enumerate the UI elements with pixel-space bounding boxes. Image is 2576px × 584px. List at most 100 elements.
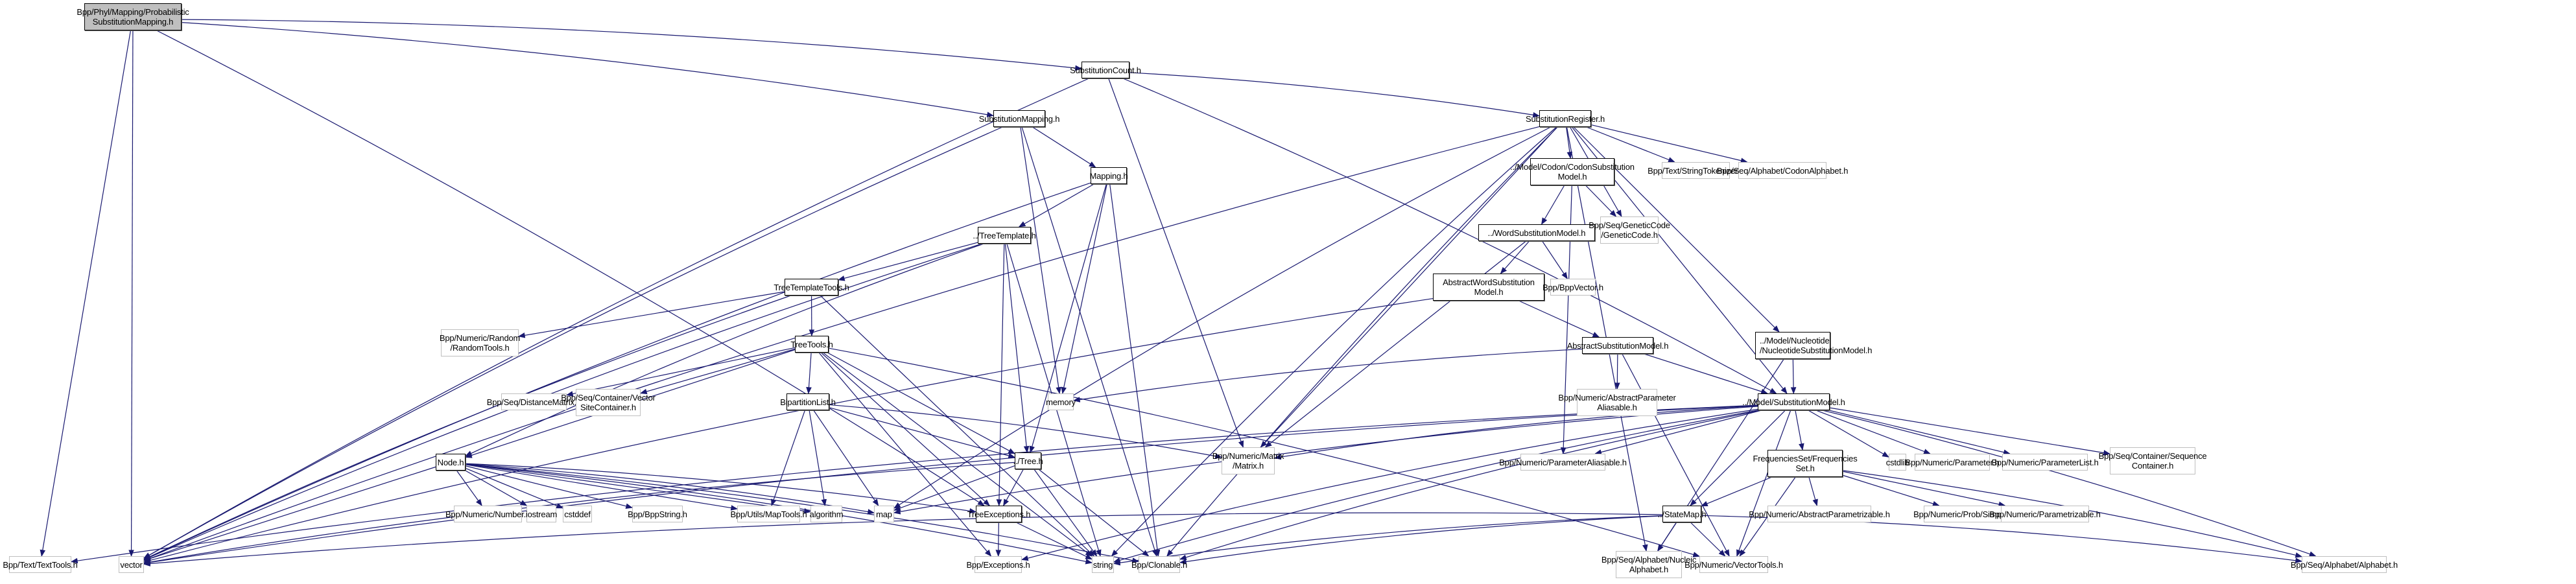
dependency-edge-tree-to-vector: [143, 461, 1015, 565]
dependency-edge-treetemplatetools-to-vector: [143, 295, 791, 560]
dependency-edge-submodel-to-paramalias: [1594, 410, 1762, 455]
node-algorithm: algorithm: [810, 506, 844, 522]
node-abstract-word-substitution-model[interactable]: AbstractWordSubstitution Model.h: [1433, 274, 1544, 301]
dependency-edge-treetools-to-vectorsite: [639, 348, 796, 395]
dependency-edge-subregister-to-nucsubmodel: [1573, 126, 1780, 333]
node-string-tokenizer: Bpp/Text/StringTokenizer.h: [1648, 162, 1744, 179]
node-frequencies-set[interactable]: FrequenciesSet/Frequencies Set.h: [1753, 450, 1858, 477]
dependency-edge-subregister-to-vector: [143, 126, 1540, 561]
dependency-edge-treetools-to-exceptions: [818, 352, 992, 557]
dependency-edge-mapping-to-clonable: [1109, 183, 1161, 557]
dependency-edge-root-to-texttools: [40, 30, 132, 557]
node-substitution-register[interactable]: SubstitutionRegister.h: [1526, 110, 1605, 127]
node-tree-template-tools[interactable]: TreeTemplateTools.h: [774, 279, 849, 296]
dependency-edge-submodel-to-cstdlib: [1808, 410, 1889, 458]
node-nucleotide-substitution-model[interactable]: ../Model/Nucleotide /NucleotideSubstitut…: [1755, 332, 1872, 359]
node-tree[interactable]: ../Tree.h: [1013, 452, 1043, 469]
node-matrix: Bpp/Numeric/Matrix /Matrix.h: [1212, 447, 1284, 474]
dependency-edge-treetools-to-tree: [827, 352, 1015, 454]
dependency-edge-abssubmodel-to-vectortools: [1622, 353, 1730, 557]
node-string: string: [1092, 556, 1114, 573]
node-simplex: Bpp/Numeric/Prob/Simplex.h: [1913, 506, 2018, 522]
dependency-edge-subcount-to-subregister: [1129, 72, 1541, 118]
node-map: map: [874, 506, 894, 522]
dependency-edge-tree-to-clonable: [1038, 469, 1150, 557]
dependency-edge-freqset-to-parametrizable: [1842, 471, 2006, 508]
node-vector: vector: [119, 556, 144, 573]
dependency-edge-codonsubmodel-to-wordsubmodel: [1541, 185, 1565, 225]
dependency-edge-mapping-to-memory: [1061, 183, 1107, 395]
dependency-edge-subregister-to-codonalpha: [1590, 124, 1748, 163]
dependency-edge-bipartition-to-tree: [829, 407, 1016, 459]
dependency-edge-submodel-to-vectortools: [1736, 410, 1791, 557]
dependency-edge-subregister-to-stringtok: [1586, 126, 1675, 163]
node-memory: memory: [1046, 393, 1076, 410]
dependency-edge-wordsubmodel-to-matrix: [1264, 240, 1526, 448]
node-map-tools: Bpp/Utils/MapTools.h: [730, 506, 807, 522]
dependency-edge-nodeh-to-maptools: [465, 464, 739, 511]
dependency-edge-treetemplate-to-treeexceptions: [996, 243, 1005, 507]
dependency-edge-subregister-to-codonsubmodel: [1566, 126, 1573, 159]
node-bipartition-list[interactable]: BipartitionList.h: [780, 393, 836, 410]
dependency-edge-nodeh-to-iostream: [465, 470, 528, 506]
dependency-edge-root-to-vector: [128, 30, 134, 557]
node-alphabet: Bpp/Seq/Alphabet/Alphabet.h: [2291, 556, 2398, 573]
dependency-edge-nodeh-to-treeexceptions: [465, 463, 977, 514]
dependency-edge-freqset-to-statemap: [1701, 476, 1773, 507]
node-genetic-code: Bpp/Seq/GeneticCode /GeneticCode.h: [1589, 216, 1670, 244]
dependency-edge-nodeh-to-bppstring: [465, 465, 633, 509]
node-bpp-string: Bpp/BppString.h: [628, 506, 687, 522]
dependency-edge-nodeh-to-clonable: [465, 463, 1140, 563]
dependency-edge-treetemplate-to-treetemplatetools: [837, 242, 978, 281]
dependency-edge-mapping-to-tree: [1029, 183, 1107, 454]
node-substitution-count[interactable]: SubstitutionCount.h: [1070, 62, 1141, 78]
dependency-edge-bipartition-to-map: [813, 410, 879, 506]
node-mapping[interactable]: Mapping.h: [1090, 167, 1128, 184]
node-distance-matrix: Bpp/Seq/DistanceMatrix.h: [487, 393, 581, 410]
node-codon-alphabet: Bpp/Seq/Alphabet/CodonAlphabet.h: [1717, 162, 1848, 179]
dependency-edge-treeexceptions-to-string: [1015, 522, 1093, 560]
node-cstdlib: cstdlib: [1886, 454, 1909, 471]
dependency-edge-subcount-to-vector: [143, 78, 1089, 559]
dependency-edge-codonsubmodel-to-geneticcode: [1585, 185, 1617, 217]
dependency-edge-wordsubmodel-to-abswordsub: [1500, 240, 1530, 274]
dependency-edge-freqset-to-absparametrizable: [1808, 476, 1818, 507]
node-substitution-mapping[interactable]: SubstitutionMapping.h: [979, 110, 1059, 127]
node-clonable: Bpp/Clonable.h: [1131, 556, 1187, 573]
node-sequence-container: Bpp/Seq/Container/Sequence Container.h: [2099, 447, 2207, 474]
dependency-edge-subregister-to-clonable: [1166, 126, 1558, 557]
dependency-edge-treeexceptions-to-exceptions: [995, 522, 1002, 557]
node-iostream: iostream: [526, 506, 557, 522]
dependency-edge-abssubmodel-to-absparamalias: [1614, 353, 1620, 390]
dependency-edge-submodel-to-alphabet: [1822, 410, 2317, 557]
node-tree-exceptions[interactable]: TreeExceptions.h: [967, 506, 1030, 522]
dependency-edge-submodel-to-exceptions: [1021, 408, 1758, 561]
dependency-edge-submodel-to-statemap: [1690, 410, 1786, 506]
dependency-edge-bipartition-to-matrix: [829, 404, 1223, 459]
node-abstract-parametrizable: Bpp/Numeric/AbstractParametrizable.h: [1749, 506, 1890, 522]
dependency-edge-root-to-subcount: [181, 19, 1083, 71]
node-state-map[interactable]: ../StateMap.h: [1658, 506, 1707, 522]
node-root-file[interactable]: Bpp/Phyl/Mapping/Probabilistic Substitut…: [77, 3, 189, 30]
node-random-tools: Bpp/Numeric/Random /RandomTools.h: [440, 329, 520, 356]
dependency-edge-submapping-to-vector: [143, 126, 1003, 559]
node-abstract-parameter-aliasable: Bpp/Numeric/AbstractParameter Aliasable.…: [1558, 389, 1676, 416]
node-word-substitution-model[interactable]: ../WordSubstitutionModel.h: [1478, 224, 1595, 241]
dependency-edge-submodel-to-string: [1113, 410, 1758, 563]
node-vector-site-container: Bpp/Seq/Container/Vector SiteContainer.h: [561, 389, 656, 416]
node-codon-substitution-model[interactable]: ../Model/Codon/CodonSubstitution Model.h: [1510, 158, 1635, 185]
node-node-header[interactable]: Node.h: [436, 454, 466, 471]
node-substitution-model[interactable]: ../Model/SubstitutionModel.h: [1742, 393, 1845, 410]
dependency-edge-submodel-to-clonable: [1179, 410, 1761, 560]
node-exceptions: Bpp/Exceptions.h: [967, 556, 1030, 573]
node-tree-tools[interactable]: TreeTools.h: [790, 336, 833, 353]
dependency-edge-statemap-to-clonable: [1179, 515, 1663, 565]
node-abstract-substitution-model[interactable]: AbstractSubstitutionModel.h: [1567, 337, 1668, 354]
dependency-edge-subregister-to-matrix: [1260, 126, 1558, 448]
dependency-edge-tree-to-string: [1034, 469, 1098, 557]
node-text-tools: Bpp/Text/TextTools.h: [3, 556, 78, 573]
dependency-edge-nodeh-to-vector: [143, 466, 436, 561]
node-tree-template[interactable]: ../TreeTemplate.h: [973, 227, 1036, 244]
dependency-edge-nodeh-to-algorithm: [465, 463, 812, 514]
